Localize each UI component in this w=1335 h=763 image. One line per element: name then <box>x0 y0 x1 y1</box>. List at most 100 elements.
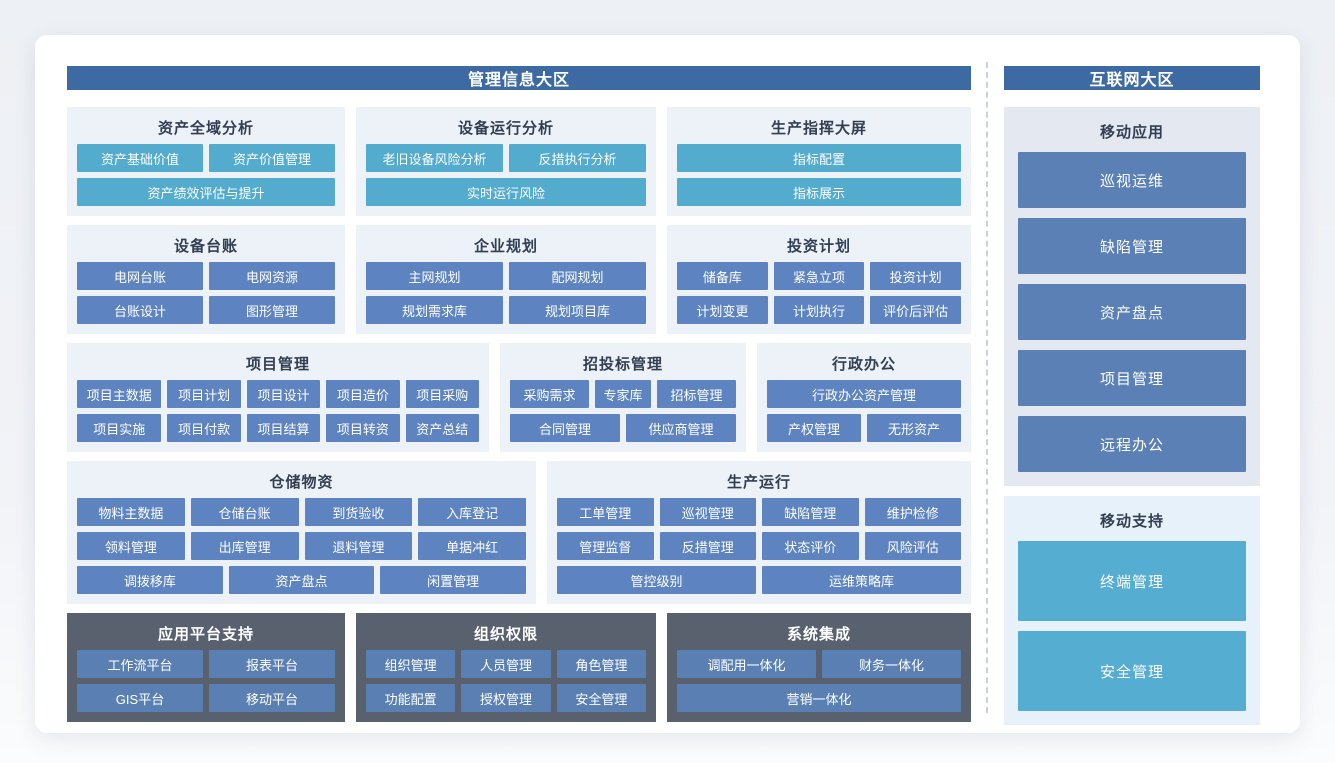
row-platform-org-integration: 应用平台支持 工作流平台 报表平台 GIS平台 移动平台 组织权限 组织管理 人… <box>67 613 971 722</box>
module-button[interactable]: 实时运行风险 <box>366 178 646 206</box>
module-button[interactable]: 评价后评估 <box>870 296 962 324</box>
group-title: 生产运行 <box>726 474 791 491</box>
module-button[interactable]: 采购需求 <box>510 380 590 408</box>
module-button[interactable]: 图形管理 <box>209 296 335 324</box>
module-button[interactable]: 退料管理 <box>304 532 413 560</box>
module-button[interactable]: 老旧设备风险分析 <box>366 144 503 172</box>
group-system-integration: 系统集成 调配用一体化 财务一体化 营销一体化 <box>667 613 971 722</box>
module-button[interactable]: 巡视管理 <box>659 498 756 526</box>
module-button[interactable]: 项目造价 <box>326 380 400 408</box>
module-button[interactable]: 项目付款 <box>167 414 241 442</box>
module-button[interactable]: 功能配置 <box>366 684 456 712</box>
group-admin-office: 行政办公 行政办公资产管理 产权管理 无形资产 <box>757 343 971 452</box>
module-button[interactable]: 角色管理 <box>556 650 646 678</box>
module-button[interactable]: 项目主数据 <box>77 380 162 408</box>
module-button[interactable]: 指标配置 <box>677 144 961 172</box>
module-button[interactable]: 产权管理 <box>767 414 861 442</box>
group-title: 行政办公 <box>831 356 896 373</box>
module-button[interactable]: 闲置管理 <box>380 566 527 594</box>
module-button[interactable]: 缺陷管理 <box>1018 218 1246 274</box>
module-button[interactable]: 资产绩效评估与提升 <box>77 178 335 206</box>
module-button[interactable]: 状态评价 <box>762 532 859 560</box>
module-button[interactable]: 仓储台账 <box>190 498 299 526</box>
module-button[interactable]: 单据冲红 <box>418 532 526 560</box>
module-button[interactable]: 电网资源 <box>209 262 335 290</box>
group-title: 生产指挥大屏 <box>770 120 867 137</box>
module-button[interactable]: 反措管理 <box>659 532 756 560</box>
group-asset-analysis: 资产全域分析 资产基础价值 资产价值管理 资产绩效评估与提升 <box>67 107 345 216</box>
module-button[interactable]: 运维策略库 <box>762 566 961 594</box>
module-button[interactable]: GIS平台 <box>77 684 203 712</box>
module-button[interactable]: 工单管理 <box>557 498 654 526</box>
module-button[interactable]: 资产盘点 <box>1018 284 1246 340</box>
module-button[interactable]: 出库管理 <box>190 532 299 560</box>
module-button[interactable]: 授权管理 <box>461 684 551 712</box>
module-button[interactable]: 安全管理 <box>556 684 646 712</box>
module-button[interactable]: 报表平台 <box>209 650 335 678</box>
panel-title: 移动支持 <box>1099 513 1164 530</box>
group-org-permission: 组织权限 组织管理 人员管理 角色管理 功能配置 授权管理 安全管理 <box>356 613 656 722</box>
module-button[interactable]: 项目采购 <box>405 380 479 408</box>
module-button[interactable]: 投资计划 <box>870 262 962 290</box>
module-button[interactable]: 计划变更 <box>677 296 768 324</box>
module-button[interactable]: 巡视运维 <box>1018 152 1246 208</box>
module-button[interactable]: 资产基础价值 <box>77 144 203 172</box>
module-button[interactable]: 供应商管理 <box>626 414 736 442</box>
module-button[interactable]: 调拨移库 <box>77 566 223 594</box>
module-button[interactable]: 项目设计 <box>246 380 321 408</box>
group-production-operation: 生产运行 工单管理 巡视管理 缺陷管理 维护检修 管理监督 反措管理 状态评价 … <box>547 461 971 604</box>
module-button[interactable]: 指标展示 <box>677 178 961 206</box>
module-button[interactable]: 项目计划 <box>167 380 241 408</box>
group-title: 应用平台支持 <box>157 626 254 643</box>
module-button[interactable]: 反措执行分析 <box>509 144 646 172</box>
module-button[interactable]: 台账设计 <box>77 296 203 324</box>
module-button[interactable]: 维护检修 <box>864 498 961 526</box>
module-button[interactable]: 计划执行 <box>773 296 865 324</box>
group-title: 资产全域分析 <box>157 120 254 137</box>
zone-management-info: 管理信息大区 资产全域分析 资产基础价值 资产价值管理 资产绩效评估与提升 设备… <box>67 66 971 722</box>
module-button[interactable]: 入库登记 <box>418 498 526 526</box>
module-button[interactable]: 风险评估 <box>864 532 961 560</box>
module-button[interactable]: 财务一体化 <box>822 650 961 678</box>
module-button[interactable]: 领料管理 <box>77 532 185 560</box>
module-button[interactable]: 组织管理 <box>366 650 456 678</box>
group-title: 设备运行分析 <box>457 120 554 137</box>
module-button[interactable]: 营销一体化 <box>677 684 961 712</box>
module-button[interactable]: 管理监督 <box>557 532 654 560</box>
module-button[interactable]: 行政办公资产管理 <box>767 380 961 408</box>
module-button[interactable]: 电网台账 <box>77 262 203 290</box>
module-button[interactable]: 缺陷管理 <box>762 498 859 526</box>
group-title: 项目管理 <box>245 356 310 373</box>
module-button[interactable]: 招标管理 <box>656 380 736 408</box>
module-button[interactable]: 终端管理 <box>1018 541 1246 621</box>
module-button[interactable]: 专家库 <box>595 380 651 408</box>
module-button[interactable]: 人员管理 <box>461 650 551 678</box>
module-button[interactable]: 到货验收 <box>304 498 413 526</box>
module-button[interactable]: 合同管理 <box>510 414 620 442</box>
group-enterprise-planning: 企业规划 主网规划 配网规划 规划需求库 规划项目库 <box>356 225 656 334</box>
module-button[interactable]: 资产总结 <box>405 414 479 442</box>
module-button[interactable]: 项目转资 <box>326 414 400 442</box>
module-button[interactable]: 项目实施 <box>77 414 162 442</box>
module-button[interactable]: 规划项目库 <box>509 296 646 324</box>
module-button[interactable]: 管控级别 <box>557 566 756 594</box>
module-button[interactable]: 调配用一体化 <box>677 650 816 678</box>
module-button[interactable]: 紧急立项 <box>773 262 865 290</box>
module-button[interactable]: 规划需求库 <box>366 296 503 324</box>
module-button[interactable]: 物料主数据 <box>77 498 185 526</box>
module-button[interactable]: 工作流平台 <box>77 650 203 678</box>
group-title: 组织权限 <box>473 626 538 643</box>
module-button[interactable]: 移动平台 <box>209 684 335 712</box>
module-button[interactable]: 配网规划 <box>509 262 646 290</box>
module-button[interactable]: 资产盘点 <box>228 566 375 594</box>
module-button[interactable]: 远程办公 <box>1018 416 1246 472</box>
module-button[interactable]: 无形资产 <box>867 414 961 442</box>
group-equipment-ledger: 设备台账 电网台账 电网资源 台账设计 图形管理 <box>67 225 345 334</box>
panel-mobile-apps: 移动应用 巡视运维 缺陷管理 资产盘点 项目管理 远程办公 <box>1004 107 1260 486</box>
module-button[interactable]: 储备库 <box>677 262 768 290</box>
module-button[interactable]: 安全管理 <box>1018 631 1246 711</box>
module-button[interactable]: 项目管理 <box>1018 350 1246 406</box>
module-button[interactable]: 主网规划 <box>366 262 503 290</box>
module-button[interactable]: 项目结算 <box>246 414 321 442</box>
module-button[interactable]: 资产价值管理 <box>209 144 335 172</box>
